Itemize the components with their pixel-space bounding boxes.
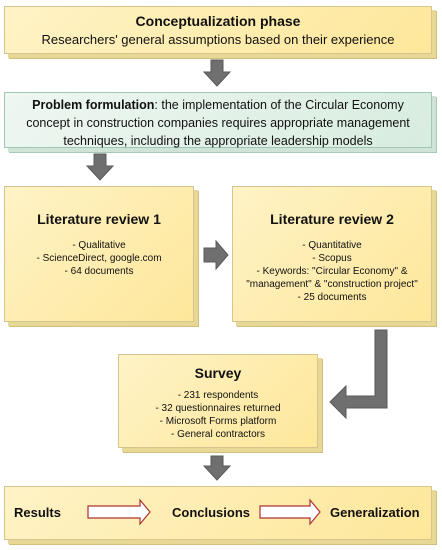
conclusions-label: Conclusions: [172, 505, 251, 520]
problem-formulation-text: Problem formulation: the implementation …: [5, 93, 431, 153]
detail-line: - Qualitative: [72, 240, 126, 251]
outline-right-arrow-icon: [259, 498, 321, 526]
survey-details: - 231 respondents - 32 questionnaires re…: [119, 389, 317, 441]
literature-review-1-title: Literature review 1: [37, 211, 161, 227]
literature-review-2-box: Literature review 2 - Quantitative - Sco…: [232, 186, 432, 322]
detail-line: - Scopus: [312, 253, 352, 264]
outcome-box: [4, 486, 432, 540]
detail-line: - Keywords: "Circular Economy" &: [256, 266, 408, 277]
outline-right-arrow-icon: [87, 498, 151, 526]
literature-review-2-details: - Quantitative - Scopus - Keywords: "Cir…: [233, 239, 431, 304]
detail-line: - ScienceDirect, google.com: [36, 253, 162, 264]
right-arrow-icon: [203, 239, 229, 271]
problem-formulation-body: : the implementation of the Circular Eco…: [26, 98, 410, 148]
detail-line: "management" & "construction project": [246, 279, 418, 290]
conceptualization-subtitle: Researchers' general assumptions based o…: [41, 32, 395, 47]
results-label: Results: [14, 505, 61, 520]
literature-review-1-box: Literature review 1 - Qualitative - Scie…: [4, 186, 194, 322]
detail-line: - Quantitative: [302, 240, 362, 251]
problem-formulation-box: Problem formulation: the implementation …: [4, 92, 432, 148]
detail-line: - Microsoft Forms platform: [159, 416, 277, 427]
down-arrow-icon: [202, 455, 232, 481]
detail-line: - 32 questionnaires returned: [155, 403, 281, 414]
survey-box: Survey - 231 respondents - 32 questionna…: [118, 354, 318, 448]
detail-line: - 231 respondents: [177, 390, 259, 401]
detail-line: - General contractors: [171, 429, 265, 440]
survey-title: Survey: [194, 365, 242, 381]
literature-review-2-title: Literature review 2: [270, 211, 394, 227]
conceptualization-box: Conceptualization phase Researchers' gen…: [4, 6, 432, 54]
detail-line: - 25 documents: [297, 292, 367, 303]
problem-formulation-label: Problem formulation: [32, 98, 155, 112]
literature-review-1-details: - Qualitative - ScienceDirect, google.co…: [5, 239, 193, 278]
elbow-arrow-icon: [329, 329, 388, 420]
detail-line: - 64 documents: [64, 266, 134, 277]
generalization-label: Generalization: [330, 505, 420, 520]
down-arrow-icon: [202, 59, 232, 87]
down-arrow-icon: [85, 153, 115, 181]
conceptualization-title: Conceptualization phase: [135, 13, 301, 29]
